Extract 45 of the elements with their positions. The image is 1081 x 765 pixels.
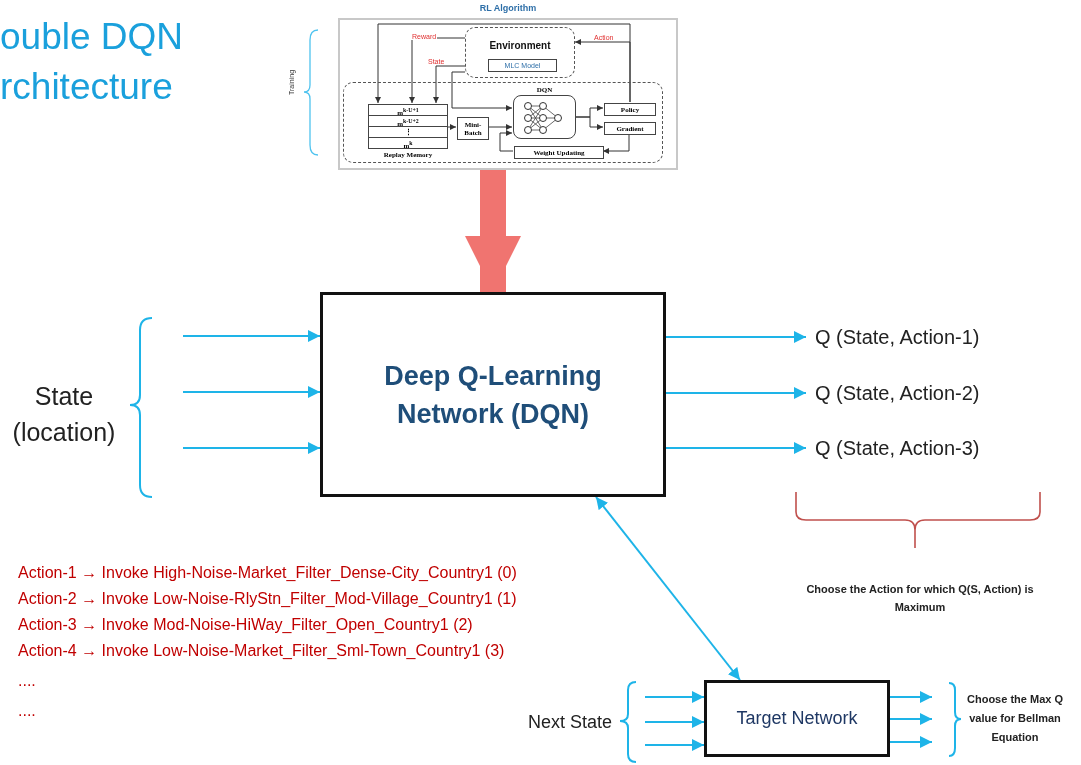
- process-box: [704, 680, 890, 757]
- text-label: Action-4 → Invoke Low-Noise-Market_Filter_Sml-Town_Country1 (3): [18, 641, 505, 661]
- arrow: [451, 71, 513, 111]
- text-label: ....: [18, 671, 36, 691]
- block-arrow: [465, 170, 521, 292]
- arrow: [182, 386, 321, 398]
- process-box: [320, 292, 666, 497]
- training-region: [343, 82, 663, 163]
- diagram-title: ouble DQN rchitecture: [0, 15, 185, 109]
- text-label: Action-2 → Invoke Low-Noise-RlyStn_Filter_Mod-Village_Country1 (1): [18, 589, 517, 609]
- arrow: [375, 23, 631, 104]
- arrow: [665, 442, 807, 454]
- text-label: Choose the Max Q value for Bellman Equation: [966, 692, 1064, 745]
- output-label: Q (State, Action-3): [806, 434, 995, 462]
- arrow: [499, 130, 514, 152]
- text-label: Action-1 → Invoke High-Noise-Market_Filter_Dense-City_Country1 (0): [18, 563, 517, 583]
- text-label: Action-3 → Invoke Mod-Noise-HiWay_Filter_Open_Country1 (2): [18, 615, 473, 635]
- arrow: [574, 116, 604, 130]
- arrow: [574, 39, 631, 103]
- arrow: [889, 691, 933, 703]
- arrow: [433, 65, 466, 104]
- arrow: [182, 442, 321, 454]
- arrow: [487, 124, 513, 130]
- arrow: [665, 331, 807, 343]
- text-label: ....: [18, 701, 36, 721]
- arrow: [182, 330, 321, 342]
- arrow: [644, 739, 705, 751]
- panel-title: RL Algorithm: [478, 3, 538, 13]
- text-label: Choose the Action for which Q(S, Action) is Maximum: [805, 582, 1035, 615]
- arrow: [595, 496, 741, 681]
- arrow: [665, 387, 807, 399]
- arrow: [889, 713, 933, 725]
- environment-box: [465, 27, 575, 78]
- arrow: [644, 691, 705, 703]
- box-label: Deep Q-Learning Network (DQN): [383, 359, 603, 431]
- output-label: Q (State, Action-1): [806, 323, 995, 351]
- box-label: Target Network: [736, 708, 858, 729]
- arrow: [889, 736, 933, 748]
- arrow: [644, 716, 705, 728]
- box-title: Environment: [488, 40, 552, 51]
- text-label: Next State: [528, 712, 613, 733]
- text-label: State (location): [11, 381, 117, 448]
- arrow: [602, 133, 630, 154]
- output-label: Q (State, Action-2): [806, 379, 995, 407]
- arrow: [446, 124, 457, 130]
